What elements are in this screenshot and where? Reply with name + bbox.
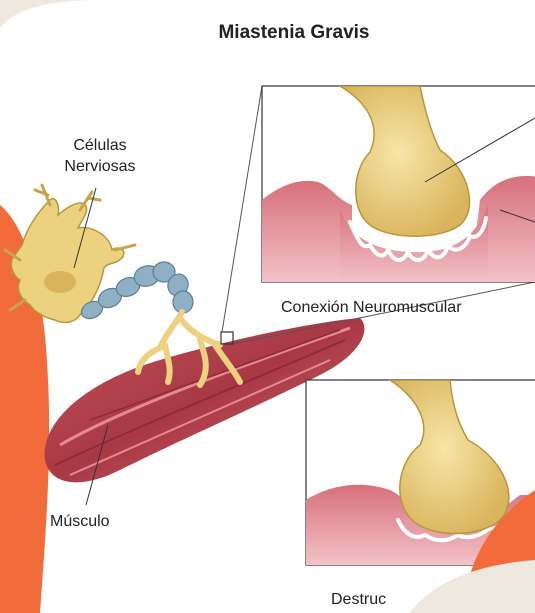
diagram-title: Miastenia Gravis: [218, 22, 369, 43]
nerve-cells-label-line2: Nerviosas: [64, 158, 135, 175]
destruction-label: Destruc: [331, 591, 386, 608]
junction-label: Conexión Neuromuscular: [281, 299, 462, 316]
muscle-label: Músculo: [50, 513, 110, 530]
nerve-cells-label-line1: Células: [73, 137, 126, 154]
junction-inset-normal: [262, 86, 535, 282]
